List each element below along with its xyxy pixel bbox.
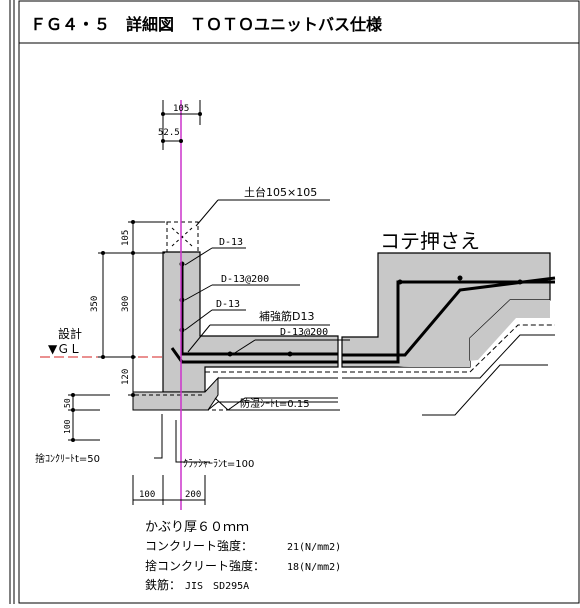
label-design-gl-1: 設計 xyxy=(58,326,82,341)
dim-dot xyxy=(101,251,105,255)
dim-left-50: 50 xyxy=(63,398,72,408)
label-trowel: コテ押さえ xyxy=(380,229,480,253)
gravel-line xyxy=(227,397,338,411)
dim-left-100: 100 xyxy=(63,419,72,434)
leader-reinforce xyxy=(187,324,211,353)
dim-dot xyxy=(131,355,135,359)
note-rebar: 鉄筋： xyxy=(145,577,181,592)
dim-dot xyxy=(161,139,165,143)
rebar-main xyxy=(180,262,338,356)
note-cover: かぶり厚６０ｍｍ xyxy=(145,520,249,535)
label-d13-a: D-13 xyxy=(219,237,243,248)
label-crusher-run: ｸﾗｯｼｬｰﾗﾝt=100 xyxy=(183,458,254,470)
dim-left-350: 350 xyxy=(90,296,100,312)
rebar-right-upper xyxy=(342,280,555,364)
note-concrete-strength: コンクリート強度： xyxy=(145,538,253,553)
underslab-line-2 xyxy=(342,334,555,379)
note-rebar-value: JIS SD295A xyxy=(185,581,249,592)
label-d13at200-b: D-13@200 xyxy=(280,327,328,338)
slab-step-lower xyxy=(398,300,550,367)
dim-dot xyxy=(71,438,75,442)
rebar-dot-7 xyxy=(457,275,463,281)
dim-top-half: 52.5 xyxy=(158,128,180,138)
dim-dot xyxy=(71,408,75,412)
dim-top-width: 105 xyxy=(173,104,189,114)
dim-left-120: 120 xyxy=(121,369,131,385)
dim-bottom-100: 100 xyxy=(139,490,155,500)
page-title: ＦＧ４・５ 詳細図 ＴＯＴＯユニットバス仕様 xyxy=(30,15,383,34)
rebar-dot-6 xyxy=(397,279,403,285)
rebar-right-diagonal xyxy=(342,276,556,357)
footing xyxy=(132,376,219,411)
dim-dot xyxy=(131,251,135,255)
moisture-sheet-line-right xyxy=(342,324,555,373)
dim-dot xyxy=(71,393,75,397)
dim-left-300: 300 xyxy=(121,296,131,312)
drawing-border xyxy=(18,0,580,604)
label-sill: 土台105×105 xyxy=(244,185,317,199)
leader-d13at200-b xyxy=(229,339,256,357)
note-concrete-strength-value: 21(N/mm2) xyxy=(287,542,341,553)
label-reinforce: 補強筋D13 xyxy=(259,309,314,323)
leader-d13-b xyxy=(184,309,213,331)
note-lean-strength: 捨コンクリート強度： xyxy=(145,558,265,573)
crusher-run-line-right xyxy=(422,364,548,416)
crusher-run-line xyxy=(207,401,338,411)
leader-moisture xyxy=(214,397,229,411)
sill-cross-2 xyxy=(171,227,193,247)
dim-bottom-200: 200 xyxy=(185,490,201,500)
note-lean-strength-value: 18(N/mm2) xyxy=(287,562,341,573)
dim-dot xyxy=(101,355,105,359)
leader-crusher-run xyxy=(175,420,210,463)
label-d13at200-a: D-13@200 xyxy=(221,274,269,285)
dim-dot xyxy=(179,139,183,143)
label-moisture: 防湿ｼｰﾄt=0.15 xyxy=(240,397,310,410)
leader-lean-concrete xyxy=(154,414,163,459)
rebar-dot-5 xyxy=(287,351,293,357)
leader-d13-a xyxy=(184,247,213,266)
sill-box xyxy=(166,221,199,253)
label-lean-concrete: 捨ｺﾝｸﾘｰﾄt=50 xyxy=(35,452,100,465)
label-d13-b: D-13 xyxy=(216,299,240,310)
leader-sill xyxy=(195,199,219,227)
rebar-dot-8 xyxy=(517,279,523,285)
label-design-gl-2: ▼ＧＬ xyxy=(48,342,81,356)
rebar-bottom xyxy=(170,347,338,364)
dim-left-105: 105 xyxy=(121,230,131,246)
leader-d13at200-a xyxy=(184,284,213,301)
dim-dot xyxy=(131,220,135,224)
dim-dot xyxy=(131,393,135,397)
